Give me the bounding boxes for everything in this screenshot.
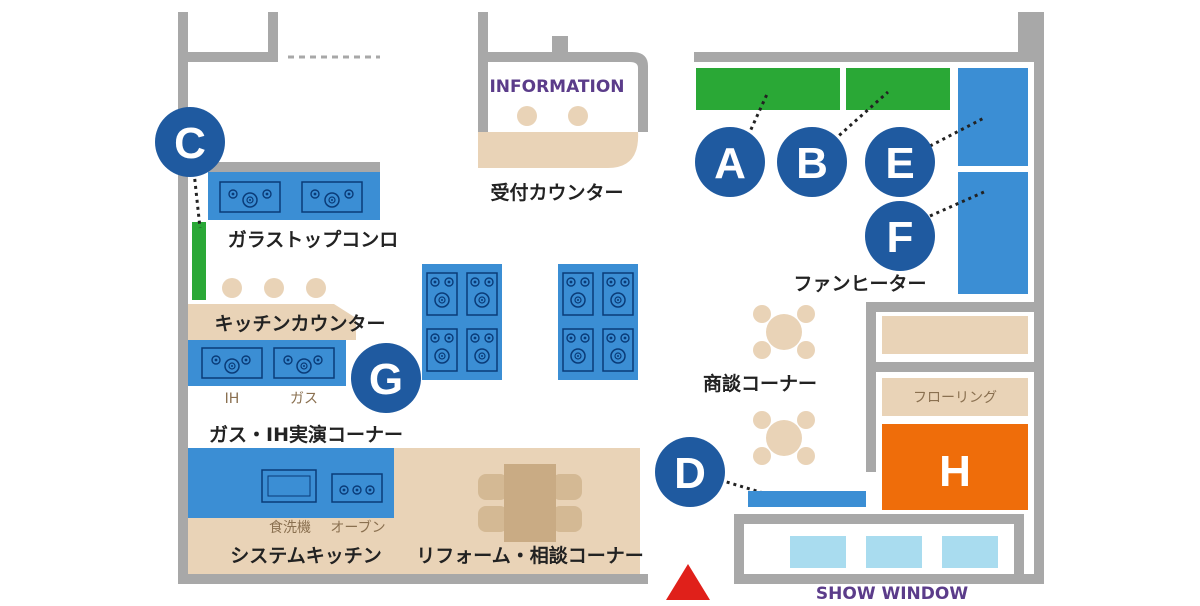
stool — [264, 278, 284, 298]
marker-f[interactable]: F — [865, 201, 935, 271]
show-window-pane — [866, 536, 922, 568]
marker-g-text: G — [369, 355, 403, 404]
fixture-f — [958, 172, 1028, 294]
gas-ih-demo-label: ガス・IH実演コーナー — [209, 423, 403, 446]
marker-c-text: C — [174, 119, 206, 168]
reform-corner-label: リフォーム・相談コーナー — [416, 544, 643, 567]
gas-cooktop — [273, 347, 335, 379]
ih-cooktop — [201, 347, 263, 379]
marker-d[interactable]: D — [655, 437, 725, 507]
fixture-d — [748, 491, 866, 507]
show-window-pane — [790, 536, 846, 568]
stove-cooktop — [219, 181, 281, 213]
display-shelf — [882, 316, 1028, 354]
marker-b-text: B — [796, 139, 828, 188]
flooring-display — [882, 378, 1028, 416]
marker-c[interactable]: C — [155, 107, 225, 177]
fan-heater-label: ファンヒーター — [793, 273, 926, 295]
consult-table-1 — [753, 305, 815, 359]
stove-cooktop — [301, 181, 363, 213]
marker-f-text: F — [887, 213, 914, 262]
reception-label: 受付カウンター — [490, 181, 623, 204]
reception-counter — [478, 132, 639, 168]
pointer-line — [192, 171, 202, 229]
marker-e-text: E — [885, 139, 914, 188]
marker-h-text: H — [939, 447, 971, 496]
kitchen-counter — [188, 304, 356, 340]
ih-label: IH — [225, 391, 240, 407]
marker-b[interactable]: B — [777, 127, 847, 197]
system-kitchen-unit — [188, 448, 394, 518]
oven-label: オーブン — [330, 519, 385, 536]
show-window-pane — [942, 536, 998, 568]
marker-g[interactable]: G — [351, 343, 421, 413]
system-kitchen-label: システムキッチン — [230, 545, 381, 567]
ih-gas-demo-unit — [188, 340, 346, 386]
marker-a[interactable]: A — [695, 127, 765, 197]
stool — [568, 106, 588, 126]
stool — [222, 278, 242, 298]
entrance-arrow-icon — [666, 564, 710, 600]
show-window-label: SHOW WINDOW — [816, 584, 968, 604]
stool — [306, 278, 326, 298]
pointer-lines — [719, 90, 985, 500]
gas-label: ガス — [290, 391, 318, 407]
consultation-table — [478, 464, 582, 542]
cooktop-display-left — [422, 264, 502, 380]
consult-table-2 — [753, 411, 815, 465]
stool — [517, 106, 537, 126]
fixture-e — [958, 68, 1028, 166]
cooktop-display-right — [558, 264, 638, 380]
fixture-b — [846, 68, 950, 110]
marker-a-text: A — [714, 139, 746, 188]
glass-stove-label: ガラストップコンロ — [228, 228, 399, 251]
walls — [178, 12, 1044, 584]
fixture-a — [696, 68, 840, 110]
information-label: INFORMATION — [489, 77, 624, 97]
flooring-label: フローリング — [913, 390, 997, 406]
fixture-c — [192, 222, 206, 300]
marker-d-text: D — [674, 449, 706, 498]
glass-stove-unit — [208, 172, 380, 220]
dishwasher-label: 食洗機 — [269, 519, 311, 536]
area-h — [882, 424, 1028, 510]
kitchen-counter-label: キッチンカウンター — [214, 313, 385, 335]
oven — [331, 473, 383, 503]
consult-corner-label: 商談コーナー — [703, 372, 817, 395]
dishwasher — [261, 469, 317, 503]
marker-e[interactable]: E — [865, 127, 935, 197]
